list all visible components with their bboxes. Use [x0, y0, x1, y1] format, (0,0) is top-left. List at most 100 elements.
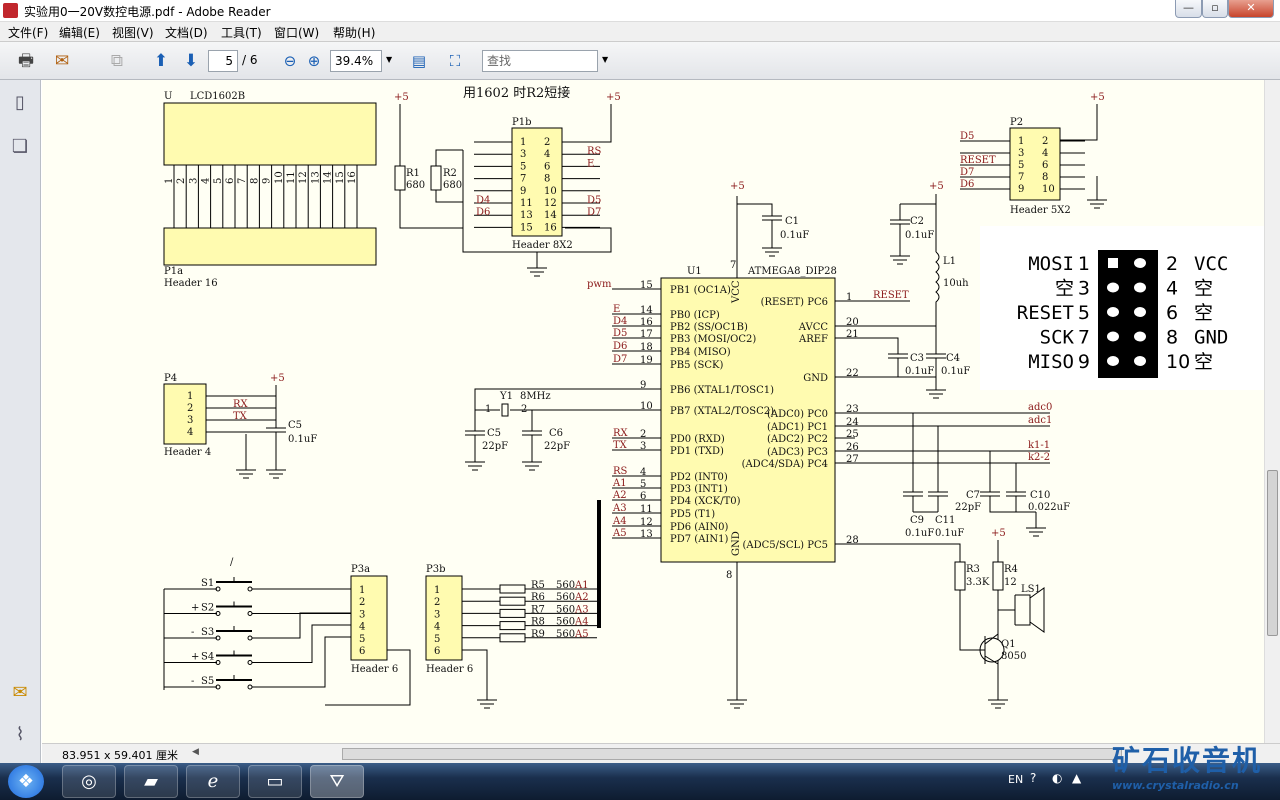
folder-taskbar-icon[interactable]: ▭: [248, 765, 302, 798]
c7-ref: C6: [549, 428, 563, 439]
search-input[interactable]: 查找: [482, 50, 598, 72]
resistor-ref: R6: [531, 592, 545, 603]
taskbar: ❖ ◎ ▰ ℯ ▭ ⛛ EN ? ◐ ▲ 矿石收音机 www.crystalra…: [0, 744, 1280, 800]
pinmap-right-signal: 空: [1194, 351, 1213, 373]
lcd-pin-num: 13: [310, 171, 321, 184]
bookmarks-icon[interactable]: ❏: [11, 136, 29, 157]
minimize-button[interactable]: —: [1175, 0, 1202, 18]
c2-val: 0.1uF: [905, 230, 934, 241]
switch-contact: [247, 586, 253, 592]
zoom-out-icon[interactable]: ⊖: [283, 52, 297, 70]
maximize-button[interactable]: ▫: [1202, 0, 1228, 18]
c8-val: 22pF: [955, 502, 981, 513]
pinmap-left-num: 1: [1078, 253, 1090, 275]
u1-left-pin-label: PB4 (MISO): [670, 347, 731, 358]
p3b-pin-num: 1: [434, 585, 440, 596]
next-page-icon[interactable]: ⬇: [183, 51, 199, 71]
window-title: 实验用0一20V数控电源.pdf - Adobe Reader: [24, 5, 271, 19]
menu-help[interactable]: 帮助(H): [333, 26, 376, 40]
switch-contact: [247, 660, 253, 665]
menu-document[interactable]: 文档(D): [165, 26, 208, 40]
attach-share-icon[interactable]: ✉: [54, 51, 70, 71]
attachments-icon[interactable]: ⌇: [15, 724, 25, 745]
scroll-thumb[interactable]: [1267, 470, 1278, 636]
review-icon[interactable]: ⧉: [110, 51, 124, 71]
pages-icon[interactable]: ▯: [15, 92, 25, 113]
print-icon[interactable]: 🖶: [17, 51, 35, 71]
switch-ref: S5: [201, 676, 214, 687]
plus5-p1b: +5: [606, 92, 621, 103]
p1b-left-num: 15: [520, 222, 533, 233]
menu-window[interactable]: 窗口(W): [274, 26, 320, 40]
p4-body: [163, 383, 207, 445]
pinmap-left-num: 9: [1078, 351, 1090, 373]
u1-right-pin-num: 28: [846, 535, 859, 546]
search-dropdown-icon[interactable]: ▼: [602, 55, 609, 64]
explorer-taskbar-icon[interactable]: ▰: [124, 765, 178, 798]
u1-power-wires: [727, 196, 747, 709]
schematic-drawing: U LCD1602B 11223344556677889910101111121…: [163, 85, 1264, 709]
previous-page-icon[interactable]: ⬆: [153, 51, 169, 71]
menu-tools[interactable]: 工具(T): [221, 26, 262, 40]
pinmap-left-signal: MISO: [1028, 351, 1074, 373]
menu-file[interactable]: 文件(F): [8, 26, 49, 40]
c3-c4-symbol: [835, 326, 946, 399]
resistor-ref: R8: [531, 617, 545, 628]
p2-right-num: 10: [1042, 184, 1055, 195]
tray-expand-icon[interactable]: ▲: [1072, 771, 1082, 785]
vertical-scrollbar[interactable]: [1264, 80, 1280, 743]
p3b-pin-num: 4: [434, 622, 440, 633]
p1b-right-num: 2: [544, 137, 550, 148]
pinmap-pin-dot: [1134, 258, 1146, 268]
zoom-dropdown-icon[interactable]: ▼: [386, 55, 393, 64]
p2-left-num: 7: [1018, 172, 1024, 183]
switch-contact: [215, 635, 221, 641]
page-number-input[interactable]: 5: [208, 50, 238, 72]
y1-p2: 2: [521, 404, 527, 415]
fit-page-icon[interactable]: ▤: [411, 52, 427, 70]
p1b-right-num: 14: [544, 210, 557, 221]
navigation-pane: ▯ ❏ ✉ ⌇: [0, 80, 41, 763]
comments-icon[interactable]: ✉: [12, 682, 28, 703]
pinmap-right-signal: GND: [1194, 327, 1228, 349]
close-button[interactable]: ✕: [1228, 0, 1274, 18]
p1b-right-num: 12: [544, 198, 557, 209]
lcd-pin-num: 14: [323, 171, 334, 184]
r4-body: [992, 561, 1004, 591]
c7-val: 22pF: [544, 441, 570, 452]
c11-val: 0.1uF: [935, 528, 964, 539]
l1-coil: [835, 251, 940, 327]
lcd-ref: U: [164, 91, 172, 102]
switch-to-p3a: [252, 601, 352, 614]
menu-edit[interactable]: 编辑(E): [59, 26, 100, 40]
p1b-name: Header 8X2: [512, 240, 573, 251]
u1-left-net: D6: [613, 341, 627, 352]
r4-val: 12: [1004, 577, 1017, 588]
p3a-pin-num: 2: [359, 597, 365, 608]
p4-power: [236, 385, 286, 479]
adobe-taskbar-icon[interactable]: ⛛: [310, 765, 364, 798]
u1-left-net: RS: [613, 466, 628, 477]
toolbar: 🖶 ✉ ⧉ ⬆ ⬇ 5 / 6 ⊖ ⊕ 39.4% ▼ ▤ ⛶ 查找 ▼: [0, 42, 1280, 80]
horizontal-scroll-thumb[interactable]: [342, 748, 1122, 760]
y1-ref: Y1: [499, 391, 513, 402]
lcd-pin-num: 9: [262, 178, 273, 184]
fit-width-icon[interactable]: ⛶: [449, 52, 461, 70]
status-bar: 83.951 x 59.401 厘米 ◀: [42, 743, 1280, 763]
start-button[interactable]: ❖: [8, 765, 44, 798]
menu-view[interactable]: 视图(V): [112, 26, 154, 40]
browser-taskbar-icon[interactable]: ◎: [62, 765, 116, 798]
help-tray-icon[interactable]: ?: [1030, 771, 1037, 785]
language-indicator[interactable]: EN: [1008, 773, 1024, 786]
ie-taskbar-icon[interactable]: ℯ: [186, 765, 240, 798]
u1-left-pin-label: PD3 (INT1): [670, 484, 728, 495]
switch-ref: S3: [201, 627, 214, 638]
zoom-input[interactable]: 39.4%: [330, 50, 382, 72]
zoom-in-icon[interactable]: ⊕: [307, 52, 321, 70]
hscroll-left-icon[interactable]: ◀: [192, 747, 199, 757]
network-tray-icon[interactable]: ◐: [1052, 771, 1063, 785]
r2-wire: [435, 149, 612, 253]
c4-ref: C4: [946, 353, 960, 364]
